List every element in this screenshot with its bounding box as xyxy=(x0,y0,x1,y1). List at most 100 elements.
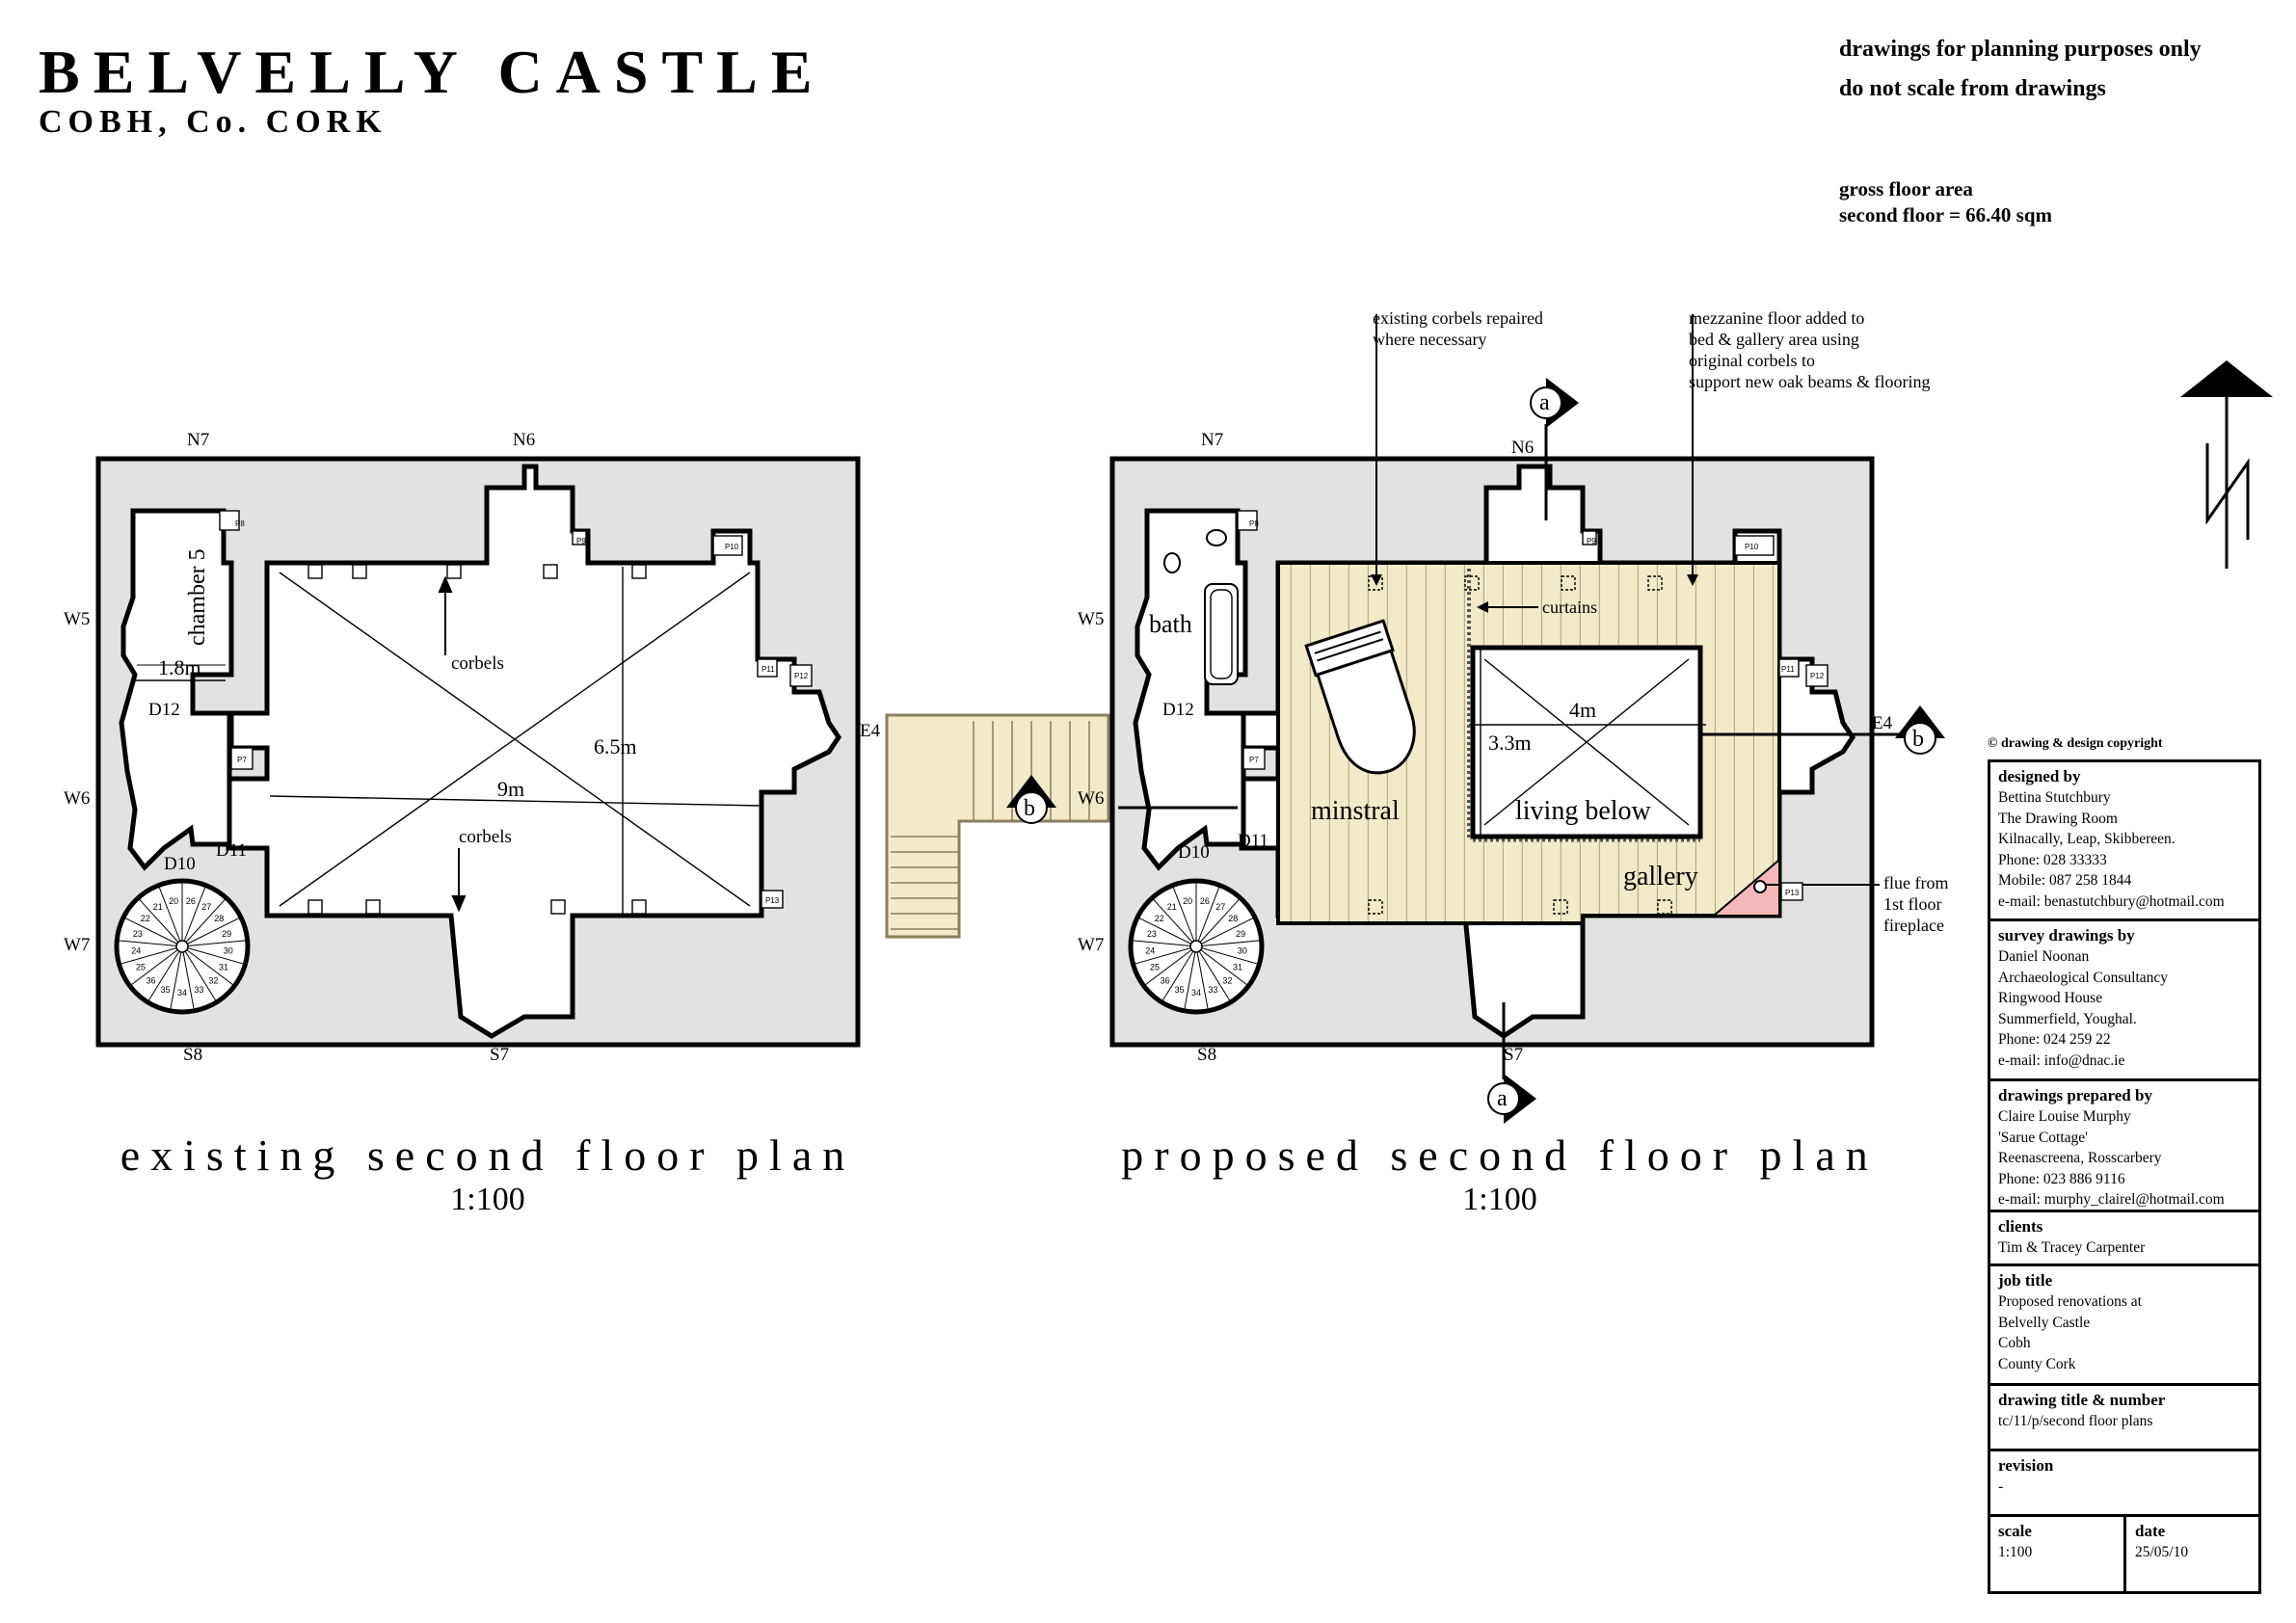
proposed-w5: W5 xyxy=(1078,609,1104,629)
stair-tread xyxy=(1195,945,1209,1009)
stair-tread xyxy=(181,940,246,947)
drawing-title-lines: tc/11/p/second floor plans xyxy=(1998,1411,2251,1432)
title-block-line: 'Sarue Cottage' xyxy=(1998,1129,2088,1146)
existing-dim-width: 9m xyxy=(497,777,524,801)
title-block-line: Kilnacally, Leap, Skibbereen. xyxy=(1998,831,2176,847)
stair-tread xyxy=(181,945,195,1009)
stair-number: 24 xyxy=(131,945,141,955)
stair-number: 28 xyxy=(214,914,224,923)
drawing-title: BELVELLY CASTLE xyxy=(39,38,826,106)
title-block-line: e-mail: murphy_clairel@hotmail.com xyxy=(1998,1191,2225,1208)
existing-d11: D11 xyxy=(216,840,247,861)
void-width-dim: 4m xyxy=(1569,698,1596,722)
title-block-line: Archaeological Consultancy xyxy=(1998,969,2169,986)
existing-corbels-label-bottom: corbels xyxy=(459,827,512,847)
svg-text:P9: P9 xyxy=(1587,537,1596,545)
stair-tread xyxy=(1138,918,1197,947)
stair-tread xyxy=(139,898,183,947)
grand-piano-icon xyxy=(1304,619,1416,775)
stair-tread xyxy=(1133,940,1197,947)
void-depth-dim: 3.3m xyxy=(1488,731,1532,755)
basin-icon xyxy=(1206,529,1227,546)
existing-w7: W7 xyxy=(64,935,90,955)
title-block-line: Ringwood House xyxy=(1998,990,2103,1006)
stair-number: 20 xyxy=(169,896,178,906)
flue-note-2: 1st floor xyxy=(1883,894,1942,914)
connecting-stair xyxy=(885,713,1110,939)
stair-number: 21 xyxy=(1167,902,1177,912)
scale-date-section: scale 1:100 date 25/05/10 xyxy=(1990,1514,2258,1591)
title-block-line: Proposed renovations at xyxy=(1998,1293,2142,1310)
stair-tread xyxy=(1153,898,1197,947)
title-block-line: Tim & Tracey Carpenter xyxy=(1998,1239,2146,1256)
svg-text:P9: P9 xyxy=(576,537,586,545)
stair-tread xyxy=(1195,945,1258,965)
date-value: 25/05/10 xyxy=(2135,1544,2189,1560)
svg-text:a: a xyxy=(1497,1086,1508,1111)
existing-corbels-label-top: corbels xyxy=(451,653,504,674)
stair-tread xyxy=(1195,945,1247,986)
proposed-s7: S7 xyxy=(1504,1045,1523,1065)
proposed-w7: W7 xyxy=(1078,935,1104,955)
drawing-subtitle: COBH, Co. CORK xyxy=(39,104,387,140)
stair-tread xyxy=(158,887,183,947)
stair-tread xyxy=(1161,945,1197,1001)
existing-plan-scale: 1:100 xyxy=(450,1182,525,1217)
svg-text:P13: P13 xyxy=(765,896,780,905)
proposed-s8: S8 xyxy=(1197,1045,1216,1065)
mezzanine-note-4: support new oak beams & flooring xyxy=(1689,372,1930,391)
stair-number: 36 xyxy=(147,975,156,985)
proposed-d12: D12 xyxy=(1162,700,1194,720)
minstral-label: minstral xyxy=(1311,796,1400,826)
corbels-repaired-note-2: where necessary xyxy=(1373,330,1486,349)
svg-text:P8: P8 xyxy=(235,519,245,528)
existing-dim-depth: 6.5m xyxy=(594,734,637,758)
revision-lines: - xyxy=(1998,1477,2251,1498)
stair-number: 30 xyxy=(1238,945,1247,955)
section-marker-icon: a a b b xyxy=(1006,378,1945,1124)
svg-text:P11: P11 xyxy=(1781,665,1795,674)
stair-tread xyxy=(181,918,240,947)
stair-tread xyxy=(181,945,233,986)
title-block-line: The Drawing Room xyxy=(1998,810,2118,827)
proposed-plan-scale: 1:100 xyxy=(1462,1182,1537,1217)
stair-tread xyxy=(1184,945,1197,1009)
mezzanine-note-3: original corbels to xyxy=(1689,351,1815,370)
existing-e4: E4 xyxy=(860,721,881,741)
flue-note-3: fireplace xyxy=(1883,916,1944,935)
drawing-title-section: drawing title & number tc/11/p/second fl… xyxy=(1990,1383,2258,1449)
proposed-d10: D10 xyxy=(1178,842,1210,863)
existing-w5: W5 xyxy=(64,609,90,629)
stair-number: 26 xyxy=(186,896,196,906)
stair-number: 28 xyxy=(1228,914,1238,923)
stair-tread xyxy=(181,945,217,1001)
svg-text:P11: P11 xyxy=(761,665,775,674)
existing-n6: N6 xyxy=(513,430,535,450)
stair-number: 30 xyxy=(224,945,233,955)
stair-tread xyxy=(120,945,183,965)
title-block-line: tc/11/p/second floor plans xyxy=(1998,1413,2153,1429)
bathtub-icon xyxy=(1204,583,1239,685)
stair-tread xyxy=(181,898,226,947)
existing-plan-title: existing second floor plan xyxy=(120,1131,856,1180)
svg-text:P7: P7 xyxy=(1249,756,1259,764)
stair-number: 22 xyxy=(1155,914,1164,923)
proposed-d11: D11 xyxy=(1238,831,1268,851)
title-block-line: Claire Louise Murphy xyxy=(1998,1108,2131,1125)
svg-text:b: b xyxy=(1912,727,1924,752)
stair-number: 22 xyxy=(141,914,150,923)
stair-number: 31 xyxy=(1233,962,1242,971)
title-block-line: County Cork xyxy=(1998,1355,2076,1372)
title-block-line: Reenascreena, Rosscarbery xyxy=(1998,1150,2162,1166)
gallery-label: gallery xyxy=(1623,862,1698,891)
existing-dim-width-line xyxy=(269,795,762,807)
existing-s7: S7 xyxy=(490,1045,509,1065)
svg-text:P13: P13 xyxy=(1785,889,1800,897)
